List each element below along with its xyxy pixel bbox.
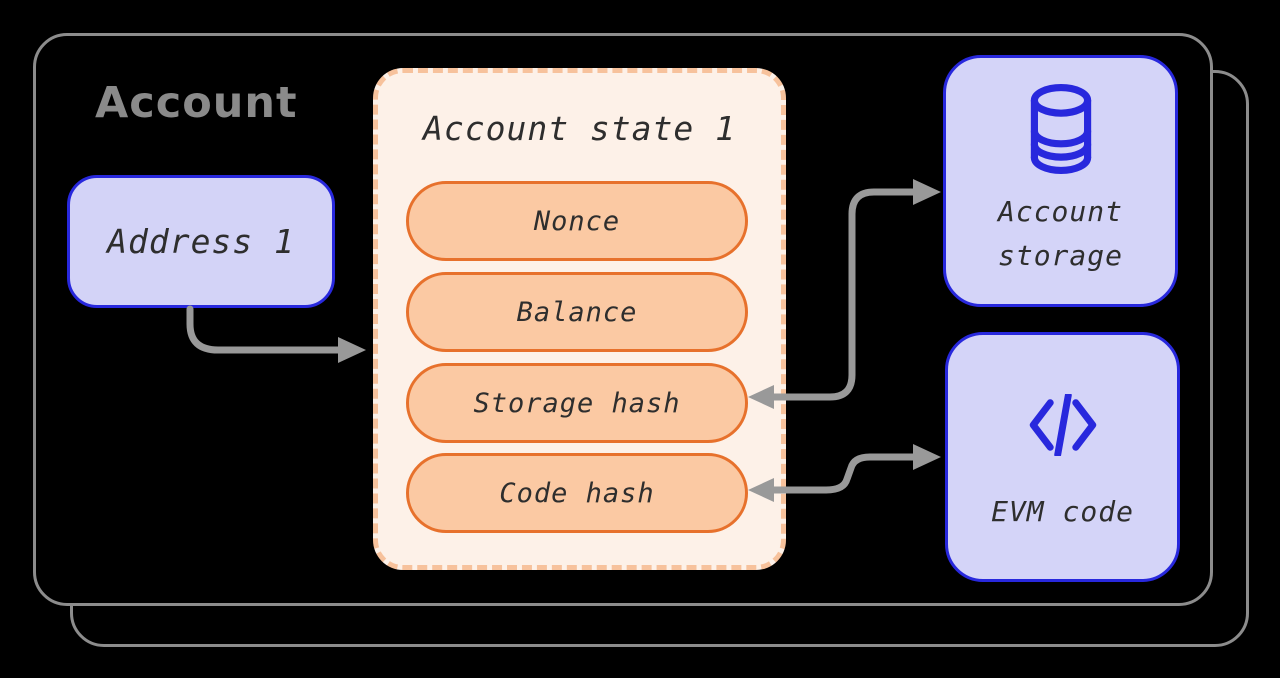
evm-code-label: EVM code xyxy=(991,495,1134,528)
account-storage-label-line1: Account xyxy=(997,195,1123,228)
code-icon xyxy=(1029,394,1096,456)
nonce-label: Nonce xyxy=(533,205,621,237)
code-hash-pill: Code hash xyxy=(406,453,748,533)
address-box-label: Address 1 xyxy=(107,222,295,261)
balance-pill: Balance xyxy=(406,272,748,352)
account-state-panel: Account state 1 Nonce Balance Storage ha… xyxy=(373,68,786,570)
storage-hash-pill: Storage hash xyxy=(406,363,748,443)
address-box: Address 1 xyxy=(67,175,335,308)
account-state-title: Account state 1 xyxy=(422,109,736,148)
balance-label: Balance xyxy=(516,296,638,328)
storage-hash-label: Storage hash xyxy=(473,387,681,419)
account-storage-label: Account storage xyxy=(998,190,1123,278)
database-icon xyxy=(1030,84,1091,174)
code-hash-label: Code hash xyxy=(499,477,655,509)
evm-code-box: EVM code xyxy=(945,332,1180,582)
account-storage-box: Account storage xyxy=(943,55,1178,307)
account-card-title: Account xyxy=(95,78,298,128)
account-storage-label-line2: storage xyxy=(997,239,1123,272)
nonce-pill: Nonce xyxy=(406,181,748,261)
